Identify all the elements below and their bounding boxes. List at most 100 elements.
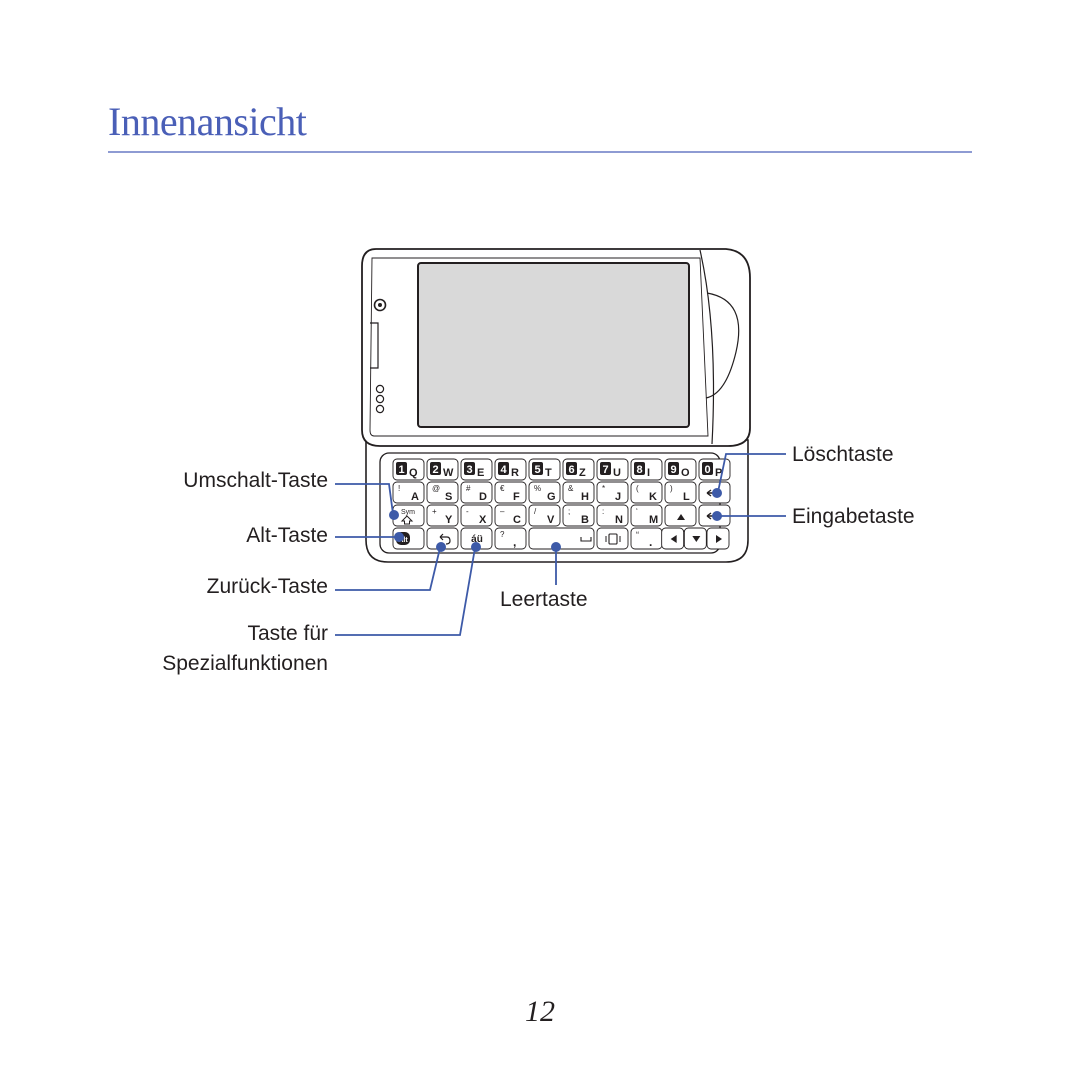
key-letter-s: S [445,491,452,503]
key-letter-k: K [649,491,657,503]
callout-dot-alt [394,532,404,542]
callout-dot-shift [389,510,399,520]
key-number-badge [430,462,441,475]
key-letter-p: P [715,467,722,479]
key-symbol: ? [500,530,505,539]
key-letter-q: Q [409,467,418,479]
key-y[interactable] [426,504,459,527]
key-x[interactable] [460,504,493,527]
label-spezialfunktionen: Spezialfunktionen [162,652,328,675]
arrow-right-icon [716,535,722,543]
key-symbol: - [466,507,469,516]
vibrate-icon [608,533,618,545]
key-letter-w: W [443,467,454,479]
key-symbol: @ [432,484,440,493]
key-v[interactable] [528,504,561,527]
key-symbol: * [602,484,605,493]
key-symbol: ) [670,484,673,493]
key-letter-i: I [647,467,650,479]
key-letter-g: G [547,491,556,503]
callout-dot-space [551,542,561,552]
side-panel [699,249,715,445]
callout-line-delete [717,453,786,493]
key-number-badge [600,462,611,475]
side-button [370,322,379,369]
key-letter-comma: , [513,535,516,549]
arrow-down-icon [692,536,701,542]
label-eingabetaste: Eingabetaste [792,505,915,528]
key-letter-x: X [479,514,487,526]
key-letter-period: . [649,535,652,549]
key-letter-u: U [613,467,621,479]
key-number-badge [668,462,679,475]
key-number-badge [532,462,543,475]
label-leertaste: Leertaste [500,588,588,611]
key-letter-j: J [615,491,621,503]
key-b[interactable] [562,504,595,527]
key-letter-d: D [479,491,487,503]
key-letter-a: A [411,491,419,503]
key-letter-v: V [547,514,555,526]
key-letter-n: N [615,514,623,526]
camera-icon [373,298,387,312]
key-number-badge [464,462,475,475]
key-number-6: 6 [568,464,574,476]
page-title: Innenansicht [108,99,307,144]
key-number-4: 4 [500,464,507,476]
label-taste-fuer: Taste für [247,622,328,645]
callout-line-special [335,547,476,636]
key-comma[interactable] [494,527,527,550]
key-number-2: 2 [432,464,438,476]
key-letter-c: C [513,514,521,526]
key-letter-b: B [581,514,589,526]
back-arrow-icon [439,533,451,545]
key-h[interactable] [562,481,595,504]
key-letter-e: E [477,467,484,479]
key-number-5: 5 [534,464,540,476]
label-loeschtaste: Löschtaste [792,443,894,466]
key-m[interactable] [630,504,663,527]
key-number-badge [498,462,509,475]
key-letter-t: T [545,467,552,479]
key-letter-f: F [513,491,520,503]
key-l[interactable] [664,481,697,504]
space-key[interactable] [528,527,595,550]
key-number-badge [566,462,577,475]
key-g[interactable] [528,481,561,504]
key-j[interactable] [596,481,629,504]
key-number-badge [634,462,645,475]
key-number-7: 7 [602,464,608,476]
key-symbol: ; [568,507,570,516]
key-d[interactable] [460,481,493,504]
key-number-badge [702,462,713,475]
key-symbol: ! [398,484,400,493]
key-letter-m: M [649,514,658,526]
key-letter-r: R [511,467,519,479]
callout-lines [335,453,786,636]
label-alt-taste: Alt-Taste [246,524,328,547]
key-number-9: 9 [670,464,676,476]
alt-label: Alt [398,537,408,544]
title-rule [108,151,972,153]
key-symbol: “ [636,530,639,540]
key-symbol: : [602,507,604,516]
arrow-up-icon [677,514,685,520]
callout-dot-delete [712,488,722,498]
key-f[interactable] [494,481,527,504]
key-symbol: € [500,484,505,493]
speaker-dots-icon [375,384,385,414]
phone-top-inner-edge [369,257,709,437]
key-number-3: 3 [466,464,472,476]
key-letter-h: H [581,491,589,503]
callout-dot-enter [712,511,722,521]
key-n[interactable] [596,504,629,527]
key-k[interactable] [630,481,663,504]
key-symbol: # [466,484,471,493]
callout-dot-special [471,542,481,552]
key-symbol: % [534,484,541,493]
key-c[interactable] [494,504,527,527]
mode-key[interactable] [596,527,629,550]
key-a[interactable] [392,481,425,504]
key-s[interactable] [426,481,459,504]
